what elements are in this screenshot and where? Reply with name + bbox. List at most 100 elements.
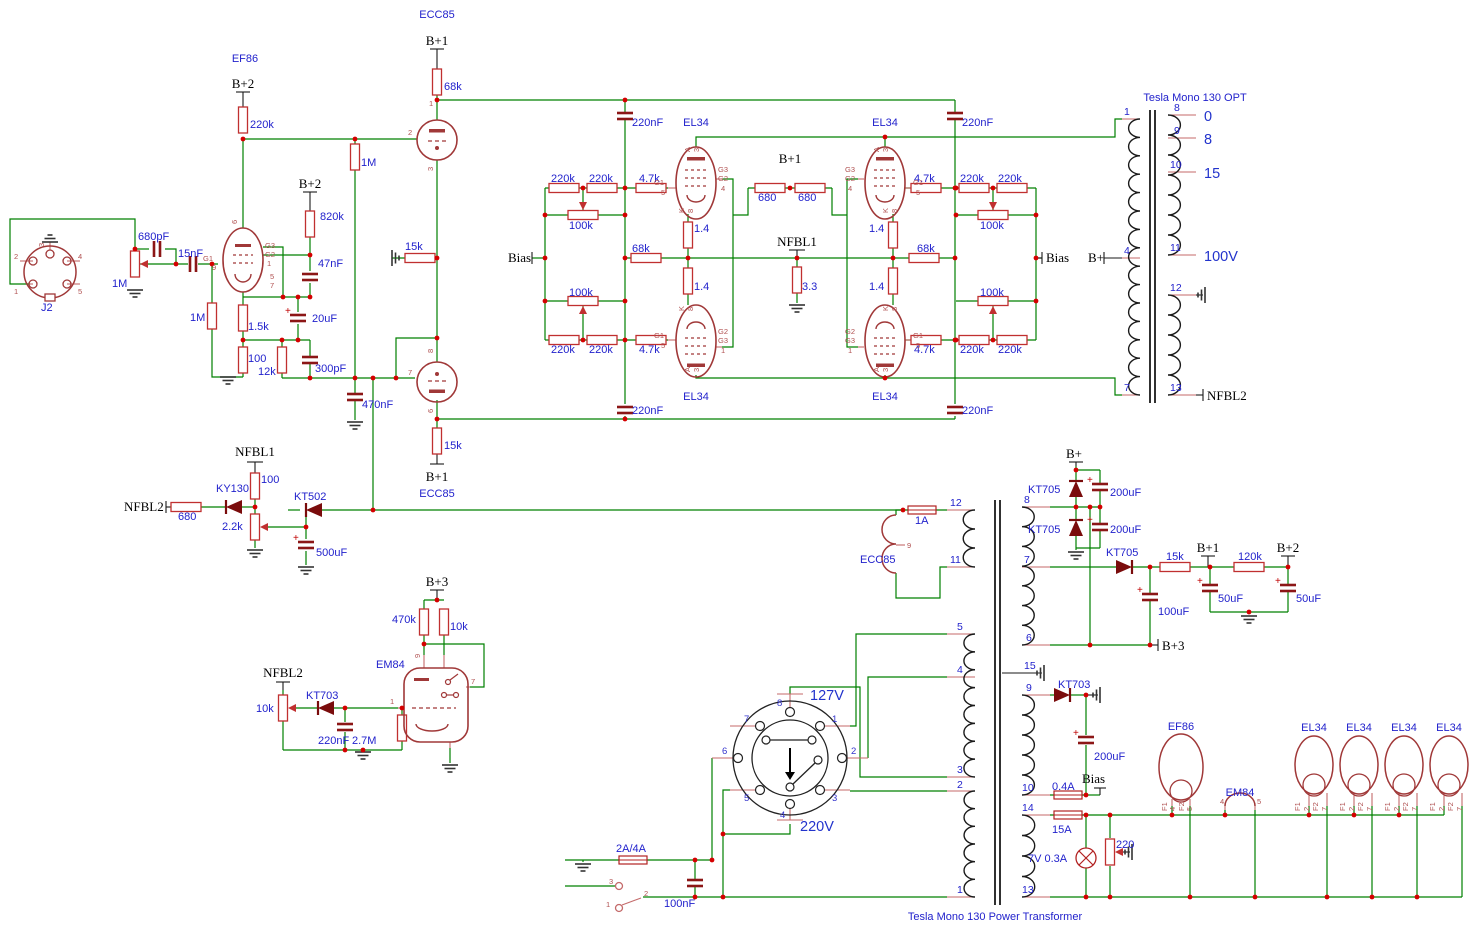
potentiometer (567, 209, 599, 221)
junction-dot (542, 298, 548, 304)
label: 220k (551, 344, 575, 356)
label: 11 (950, 554, 961, 566)
label: 2A/4A (616, 843, 647, 855)
mains-switch (614, 903, 624, 913)
junction-dot (622, 337, 628, 343)
label: 10k (450, 621, 468, 633)
ground-icon (42, 234, 58, 243)
junction-dot (307, 252, 313, 258)
winding-coil (1127, 118, 1141, 396)
junction-dot (542, 212, 548, 218)
diode (1069, 481, 1083, 497)
label: 2 (14, 252, 18, 261)
label: G1 (654, 331, 664, 340)
label: 68k (632, 243, 650, 255)
label: 4 (1168, 807, 1177, 811)
label: 9 (1026, 682, 1032, 694)
label: 8 (890, 307, 899, 311)
resistor (910, 182, 942, 194)
junction-dot (1107, 894, 1113, 900)
wire (424, 643, 485, 688)
label: 7 (408, 368, 412, 377)
resistor (237, 304, 249, 332)
label: B+1 (1197, 540, 1220, 555)
el34-tube (686, 321, 706, 330)
label: 14 (1022, 802, 1034, 814)
label: 220 (1116, 839, 1134, 851)
junction-dot (370, 507, 376, 513)
label: 68k (444, 81, 462, 93)
resistor (206, 302, 218, 330)
resistor (682, 221, 694, 249)
label: 5 (744, 793, 749, 804)
triode-tube (429, 389, 445, 393)
label: F1 (1338, 802, 1347, 811)
resistor (237, 346, 249, 374)
mains-switch (614, 881, 624, 891)
resistor (996, 182, 1028, 194)
label: B+1 (426, 33, 449, 48)
plus-sign: + (1073, 728, 1079, 739)
junction-dot (252, 504, 258, 510)
junction-dot (352, 375, 358, 381)
junction-dot (882, 375, 888, 381)
junction-dot (882, 134, 888, 140)
plus-sign: + (1275, 576, 1281, 587)
label: 680pF (138, 231, 169, 243)
ground-icon (1036, 665, 1045, 681)
lamp-icon (1078, 850, 1094, 866)
junction-dot (1087, 504, 1093, 510)
label: 3 (692, 368, 701, 372)
junction-dot (1073, 467, 1079, 473)
junction-dot (1083, 692, 1089, 698)
label: 4.7k (639, 173, 660, 185)
plus-sign: + (1197, 576, 1203, 587)
potentiometer (129, 250, 141, 278)
label: G2 (845, 174, 855, 183)
label: 4.7k (639, 344, 660, 356)
diode (318, 701, 334, 715)
label: EL34 (1346, 722, 1372, 734)
label: 8 (890, 209, 899, 213)
junction-dot (295, 294, 301, 300)
junction-dot (1187, 894, 1193, 900)
winding-coil (1021, 814, 1036, 898)
resistor (548, 182, 580, 194)
label: 220k (551, 173, 575, 185)
label: EL34 (683, 117, 709, 129)
label: 1.4 (694, 223, 709, 235)
selector-contact (785, 782, 795, 792)
junction-dot (434, 416, 440, 422)
label: 9 (413, 654, 422, 658)
junction-dot (622, 255, 628, 261)
junction-dot (352, 136, 358, 142)
label: 100k (569, 287, 593, 299)
label: 220k (589, 344, 613, 356)
label: 15k (444, 440, 462, 452)
label: KT705 (1106, 547, 1138, 559)
label: 3 (692, 148, 701, 152)
label: 47nF (318, 258, 343, 270)
wire (789, 686, 947, 778)
label: 4 (957, 664, 963, 676)
label: KT705 (1028, 484, 1060, 496)
label: 0.4A (1052, 781, 1075, 793)
label: 9 (212, 263, 216, 272)
junction-dot (1222, 812, 1228, 818)
label: KT705 (1028, 524, 1060, 536)
label: 220nF (632, 117, 663, 129)
junction-dot (1369, 894, 1375, 900)
label: F1 (1428, 802, 1437, 811)
plus-sign: + (293, 533, 299, 544)
wire (723, 824, 791, 835)
label: 2 (408, 128, 412, 137)
label: 5 (661, 188, 665, 197)
label: 1 (832, 714, 837, 725)
ecc85-heater (881, 514, 897, 574)
winding-coil (962, 509, 976, 568)
junction-dot (434, 97, 440, 103)
label: 50uF (1218, 593, 1243, 605)
resistor (910, 334, 942, 346)
junction-dot (622, 416, 628, 422)
label: NFBL2 (1207, 388, 1247, 403)
